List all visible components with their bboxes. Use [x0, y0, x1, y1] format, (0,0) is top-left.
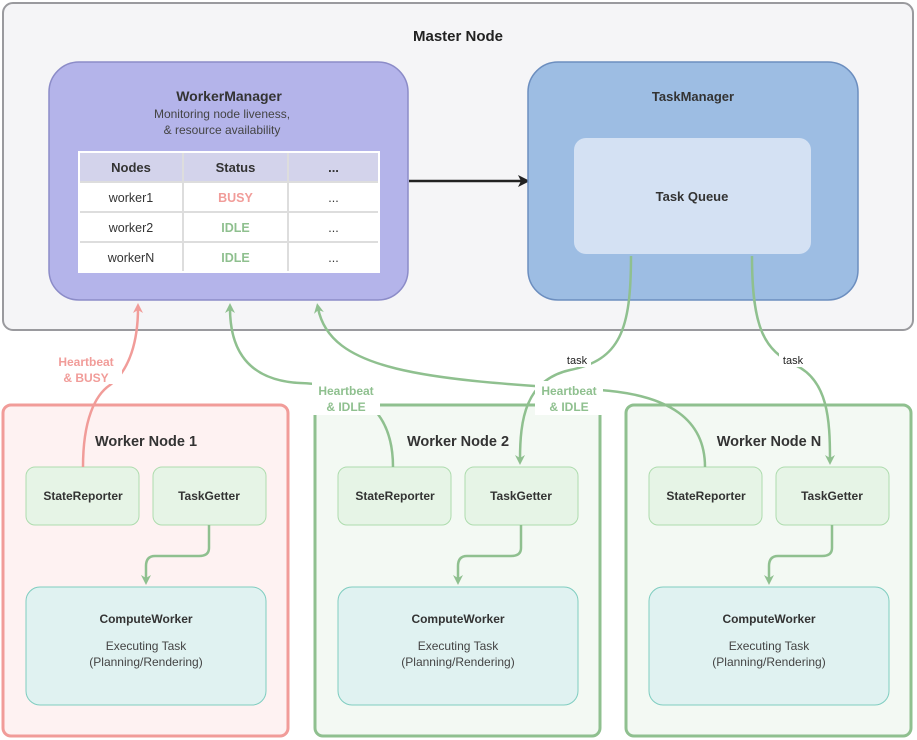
heartbeat-idle-label: & IDLE: [549, 400, 588, 414]
task-edge-2: [515, 255, 633, 465]
table-cell: ...: [328, 251, 338, 265]
task-to-compute-arrow: [764, 525, 834, 585]
compute-worker: [337, 586, 579, 706]
task-getter-label: TaskGetter: [490, 489, 552, 503]
table-header-cell: ...: [328, 160, 339, 175]
task-label: task: [567, 355, 588, 367]
heartbeat-idle-label: & IDLE: [326, 400, 365, 414]
table-cell: ...: [328, 191, 338, 205]
worker-node-title: Worker Node 2: [407, 434, 509, 450]
task-manager-title: TaskManager: [652, 89, 734, 104]
task-to-compute-arrow: [141, 525, 211, 585]
table-cell: workerN: [107, 251, 155, 265]
worker-node-title: Worker Node 1: [95, 434, 197, 450]
state-reporter-label: StateReporter: [355, 489, 435, 503]
compute-worker-desc: (Planning/Rendering): [712, 655, 825, 669]
worker-manager-title: WorkerManager: [176, 88, 282, 104]
compute-worker-desc: Executing Task: [106, 639, 187, 653]
task-queue-label: Task Queue: [656, 189, 729, 204]
heartbeat-busy-label: & BUSY: [63, 371, 108, 385]
compute-worker-desc: (Planning/Rendering): [401, 655, 514, 669]
state-reporter-label: StateReporter: [666, 489, 746, 503]
table-cell: worker1: [108, 191, 154, 205]
table-cell: worker2: [108, 221, 154, 235]
worker-node-1: Worker Node 1 StateReporter TaskGetterComp…: [1, 403, 290, 738]
table-cell: IDLE: [221, 251, 249, 265]
compute-worker-title: ComputeWorker: [411, 612, 504, 626]
task-to-compute-arrow: [453, 525, 523, 585]
heartbeat-idle-label: Heartbeat: [318, 384, 373, 398]
compute-worker-desc: (Planning/Rendering): [89, 655, 202, 669]
worker-node-3: Worker Node N StateReporter TaskGetterComp…: [624, 403, 913, 738]
task-label: task: [783, 355, 804, 367]
state-reporter: [337, 466, 452, 526]
state-reporter-label: StateReporter: [43, 489, 123, 503]
worker-node-title: Worker Node N: [717, 434, 821, 450]
compute-worker-desc: Executing Task: [729, 639, 810, 653]
compute-worker-title: ComputeWorker: [99, 612, 192, 626]
compute-worker: [25, 586, 267, 706]
task-getter-label: TaskGetter: [801, 489, 863, 503]
table-header: [80, 153, 378, 181]
task-queue: [574, 138, 811, 254]
heartbeat-idle-label: Heartbeat: [541, 384, 596, 398]
master-node-title: Master Node: [413, 28, 503, 45]
heartbeat-busy-label: Heartbeat: [58, 355, 113, 369]
heartbeat-idle-edge-2: [225, 303, 395, 468]
table-cell: ...: [328, 221, 338, 235]
worker-manager-subtitle: Monitoring node liveness,: [154, 107, 290, 121]
table-border: [78, 151, 380, 273]
worker-node-2: Worker Node 2 StateReporter TaskGetterComp…: [313, 403, 602, 738]
compute-worker-title: ComputeWorker: [722, 612, 815, 626]
table-cell: BUSY: [218, 191, 253, 205]
compute-worker: [648, 586, 890, 706]
table-cell: IDLE: [221, 221, 249, 235]
heartbeat-busy-edge: [81, 303, 143, 468]
worker-manager-subtitle: & resource availability: [164, 123, 281, 137]
table-header-cell: Status: [216, 160, 256, 175]
table-header-cell: Nodes: [111, 160, 151, 175]
task-getter-label: TaskGetter: [178, 489, 240, 503]
compute-worker-desc: Executing Task: [418, 639, 499, 653]
